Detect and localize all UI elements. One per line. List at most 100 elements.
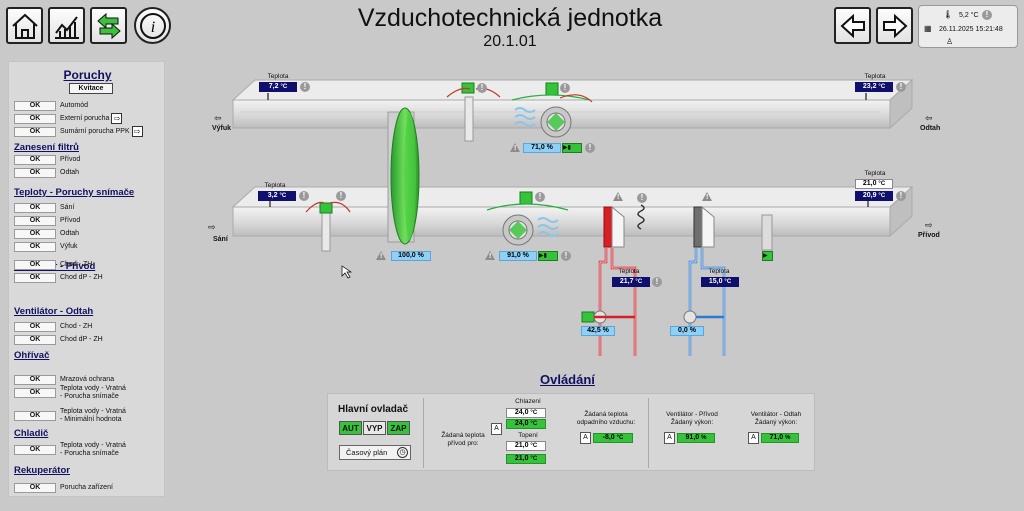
fan-supply-mode-a[interactable]: A (664, 432, 675, 444)
faults-title: Poruchy (63, 68, 112, 82)
frost-sensor (637, 204, 645, 230)
fault-ok-button[interactable]: OK (14, 100, 56, 111)
mode-zap-button[interactable]: ZAP (387, 421, 410, 435)
heater-alarm-icon: ! (613, 192, 624, 202)
info-icon: i (139, 12, 166, 39)
fault-detail-arrow-icon[interactable]: ⇨ (131, 126, 143, 137)
cooling-value-unit: °C (530, 421, 538, 427)
exhaust-fan-output-alarm-icon: ! (585, 143, 595, 153)
fan-exhaust-mode-a[interactable]: A (748, 432, 759, 444)
supply-filter-sensor (319, 202, 333, 214)
exhaust-mode-a[interactable]: A (580, 432, 591, 444)
fault-ok-button[interactable]: OK (14, 444, 56, 455)
fault-ok-button[interactable]: OK (14, 126, 56, 137)
datetime: 26.11.2025 15:21:48 (939, 26, 1003, 33)
home-button[interactable] (6, 7, 43, 44)
exhaust-setpoint-unit: °C (616, 435, 624, 441)
fault-ok-button[interactable]: OK (14, 482, 56, 493)
faults-section-title: Rekuperátor (14, 465, 70, 476)
mode-aut-button[interactable]: AUT (339, 421, 362, 435)
fan-exhaust-value[interactable]: 71,0 % (761, 433, 799, 443)
ack-button[interactable]: Kvitace (69, 83, 113, 94)
heating-value-unit: °C (530, 456, 538, 462)
fault-ok-button[interactable]: OK (14, 215, 56, 226)
fault-detail-arrow-icon[interactable]: ⇨ (111, 113, 123, 124)
fault-ok-button[interactable]: OK (14, 334, 56, 345)
fault-label: Chod dP - ZH (60, 335, 103, 343)
fan-exhaust-value-unit: % (785, 435, 791, 441)
temp-privod-setpoint-unit: °C (878, 181, 886, 187)
fault-ok-button[interactable]: OK (14, 272, 56, 283)
temp-cooler-water: 15,0 °C (701, 277, 739, 287)
mode-vyp-button[interactable]: VYP (363, 421, 386, 435)
exhaust-fan-output: 71,0 % (523, 143, 561, 153)
fault-ok-button[interactable]: OK (14, 387, 56, 398)
fan-supply-value[interactable]: 91,0 % (677, 433, 715, 443)
temp-privod-setpoint[interactable]: 21,0 °C (855, 179, 893, 189)
exhaust-setpoint-label: Žádaná teplota odpadního vzduchu: (576, 411, 636, 426)
temp-privod-setpoint-value: 21,0 (862, 180, 877, 187)
temp-vyfuk-value: 7,2 (268, 83, 279, 90)
setpoint-mode-a[interactable]: A (491, 423, 502, 435)
prev-page-button[interactable] (834, 7, 871, 44)
heating-setpoint[interactable]: 21,0 °C (506, 441, 546, 451)
fault-label: Automód (60, 101, 89, 109)
label-vyfuk: Výfuk (212, 125, 232, 132)
fault-ok-button[interactable]: OK (14, 321, 56, 332)
cooler-coil (688, 205, 726, 356)
main-controller-label: Hlavní ovladač (338, 404, 409, 415)
outdoor-temp-alarm-icon: ! (982, 10, 992, 20)
fault-ok-button[interactable]: OK (14, 374, 56, 385)
fault-ok-button[interactable]: OK (14, 167, 56, 178)
trends-button[interactable] (48, 7, 85, 44)
fault-ok-button[interactable]: OK (14, 113, 56, 124)
fan-supply-label: Ventilátor - Přívod Žádaný výkon: (666, 411, 718, 426)
supply-setpoint-label: Žádaná teplota přívod pro: (441, 432, 485, 447)
silencer-run-indicator: ▶ (762, 251, 773, 261)
temp-privod-alarm-icon: ! (896, 191, 906, 201)
home-icon (11, 13, 38, 39)
fault-row: OK Automód (14, 100, 88, 111)
heating-label: Topení (518, 432, 538, 439)
heating-setpoint-unit: °C (530, 443, 538, 449)
temp-privod-value: 20,9 (862, 192, 877, 199)
temp-sani-unit: °C (279, 193, 287, 199)
fault-ok-button[interactable]: OK (14, 154, 56, 165)
temp-heater-water-alarm-icon: ! (652, 277, 662, 287)
info-button[interactable]: i (134, 7, 171, 44)
label-privod: Přívod (918, 232, 940, 239)
swap-arrows-icon (96, 12, 121, 39)
arrow-right-icon-sani: ⇨ (208, 222, 216, 232)
fault-ok-button[interactable]: OK (14, 241, 56, 252)
page-title: Vzduchotechnická jednotka (357, 4, 663, 32)
cooling-setpoint[interactable]: 24,0 °C (506, 408, 546, 418)
exhaust-filter (464, 96, 474, 142)
fault-label: Externí porucha (60, 114, 110, 122)
temp-label-odtah: Teplota (864, 73, 886, 80)
override-button[interactable] (90, 7, 127, 44)
fault-ok-button[interactable]: OK (14, 259, 56, 270)
exhaust-fan-run-indicator: ▶▮ (562, 143, 582, 153)
svg-text:i: i (150, 19, 154, 36)
supply-fan-run-indicator: ▶▮ (538, 251, 558, 261)
fault-ok-button[interactable]: OK (14, 410, 56, 421)
next-page-button[interactable] (876, 7, 913, 44)
supply-duct (231, 185, 914, 238)
fault-label: Chod - ZH (60, 260, 93, 268)
temp-label-sani: Teplota (264, 182, 286, 189)
clock-icon: ◷ (397, 447, 408, 458)
fault-ok-button[interactable]: OK (14, 202, 56, 213)
temp-sani-value: 3,2 (267, 192, 278, 199)
fault-ok-button[interactable]: OK (14, 228, 56, 239)
schedule-button[interactable]: Časový plán ◷ (339, 445, 411, 460)
exhaust-setpoint[interactable]: -8,0 °C (593, 433, 633, 443)
status-box: 🌡 5,2 °C ! ▦ 26.11.2025 15:21:48 ♙ (918, 5, 1018, 48)
